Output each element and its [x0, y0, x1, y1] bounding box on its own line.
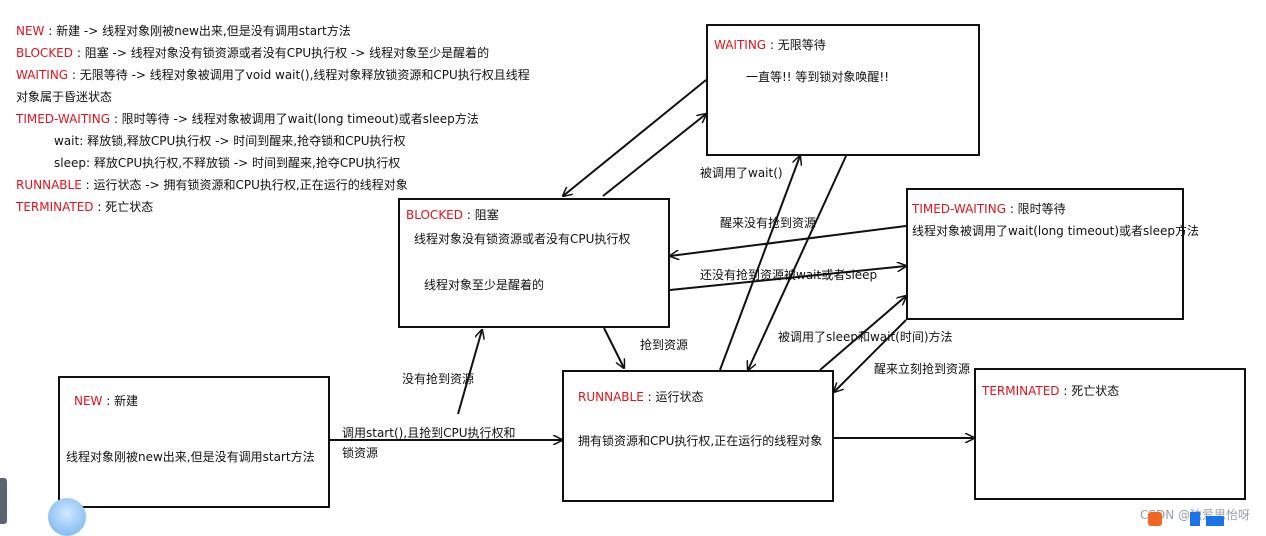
runnable-box-desc: 拥有锁资源和CPU执行权,正在运行的线程对象: [578, 434, 823, 448]
legend-terminated: TERMINATED : 死亡状态: [16, 200, 154, 214]
blocked-state-box: BLOCKED : 阻塞 线程对象没有锁资源或者没有CPU执行权 线程对象至少是…: [398, 198, 670, 328]
arrow-timed-to-runnable: [834, 319, 907, 392]
arrow-new-to-blocked: [457, 330, 482, 415]
legend-sleep-line: sleep: 释放CPU执行权,不释放锁 -> 时间到醒来,抢夺CPU执行权: [54, 156, 401, 170]
arrow-timed-to-blocked: [670, 225, 907, 256]
blocked-box-desc-1: 线程对象没有锁资源或者没有CPU执行权: [414, 232, 631, 246]
state-legend: NEW : 新建 -> 线程对象刚被new出来,但是没有调用start方法 BL…: [16, 20, 530, 218]
waiting-state-box: WAITING : 无限等待 一直等!! 等到锁对象唤醒!!: [706, 24, 980, 156]
arrow-runnable-to-timed: [819, 296, 906, 371]
legend-blocked: BLOCKED : 阻塞 -> 线程对象没有锁资源或者没有CPU执行权 -> 线…: [16, 46, 490, 60]
waiting-box-desc: 一直等!! 等到锁对象唤醒!!: [746, 70, 890, 84]
legend-runnable: RUNNABLE : 运行状态 -> 拥有锁资源和CPU执行权,正在运行的线程对…: [16, 178, 408, 192]
label-wake-no-lock: 醒来没有抢到资源: [720, 216, 817, 230]
arrow-waiting-to-blocked: [563, 79, 707, 196]
legend-new: NEW : 新建 -> 线程对象刚被new出来,但是没有调用start方法: [16, 24, 351, 38]
blocked-box-title: BLOCKED : 阻塞: [406, 208, 499, 222]
label-start-line2: 锁资源: [342, 446, 379, 460]
label-wake-got-res: 醒来立刻抢到资源: [874, 362, 971, 376]
runnable-box-title: RUNNABLE : 运行状态: [578, 390, 704, 404]
blocked-box-desc-2: 线程对象至少是醒着的: [424, 278, 545, 292]
arrow-runnable-to-waiting: [719, 156, 800, 371]
arrow-blocked-to-runnable: [603, 327, 624, 368]
new-box-desc: 线程对象刚被new出来,但是没有调用start方法: [66, 450, 315, 464]
side-tab[interactable]: [0, 478, 7, 524]
label-no-res-wait-sleep: 还没有抢到资源被wait或者sleep: [700, 268, 878, 282]
label-wait-called: 被调用了wait(): [700, 166, 783, 180]
legend-wait-line: wait: 释放锁,释放CPU执行权 -> 时间到醒来,抢夺锁和CPU执行权: [54, 134, 406, 148]
csdn-logo-icon: [1148, 512, 1162, 526]
terminated-state-box: TERMINATED : 死亡状态: [974, 368, 1246, 500]
arrow-blocked-to-timed: [669, 266, 906, 291]
waiting-box-title: WAITING : 无限等待: [714, 38, 826, 52]
label-no-res: 没有抢到资源: [402, 372, 475, 386]
legend-waiting: WAITING : 无限等待 -> 线程对象被调用了void wait(),线程…: [16, 68, 530, 82]
timed-waiting-box-title: TIMED-WAITING : 限时等待: [912, 202, 1066, 216]
arrow-waiting-to-runnable: [748, 155, 847, 370]
terminated-box-title: TERMINATED : 死亡状态: [982, 384, 1120, 398]
timed-waiting-state-box: TIMED-WAITING : 限时等待 线程对象被调用了wait(long t…: [906, 188, 1199, 320]
toolbar-icon: [1206, 516, 1224, 526]
legend-timed-waiting: TIMED-WAITING : 限时等待 -> 线程对象被调用了wait(lon…: [16, 112, 479, 126]
runnable-state-box: RUNNABLE : 运行状态 拥有锁资源和CPU执行权,正在运行的线程对象: [562, 370, 834, 502]
arrow-blocked-to-waiting: [602, 114, 706, 197]
label-got-res: 抢到资源: [640, 338, 689, 352]
new-state-box: NEW : 新建 线程对象刚被new出来,但是没有调用start方法: [58, 376, 330, 508]
floating-badge-icon[interactable]: [48, 498, 86, 536]
label-start-line1: 调用start(),且抢到CPU执行权和: [342, 426, 516, 440]
label-sleep-wait-called: 被调用了sleep和wait(时间)方法: [778, 330, 953, 344]
timed-waiting-box-desc: 线程对象被调用了wait(long timeout)或者sleep方法: [912, 224, 1200, 238]
toolbar-icon: [1190, 512, 1200, 526]
legend-waiting-cont: 对象属于昏迷状态: [16, 90, 113, 104]
new-box-title: NEW : 新建: [74, 394, 139, 408]
